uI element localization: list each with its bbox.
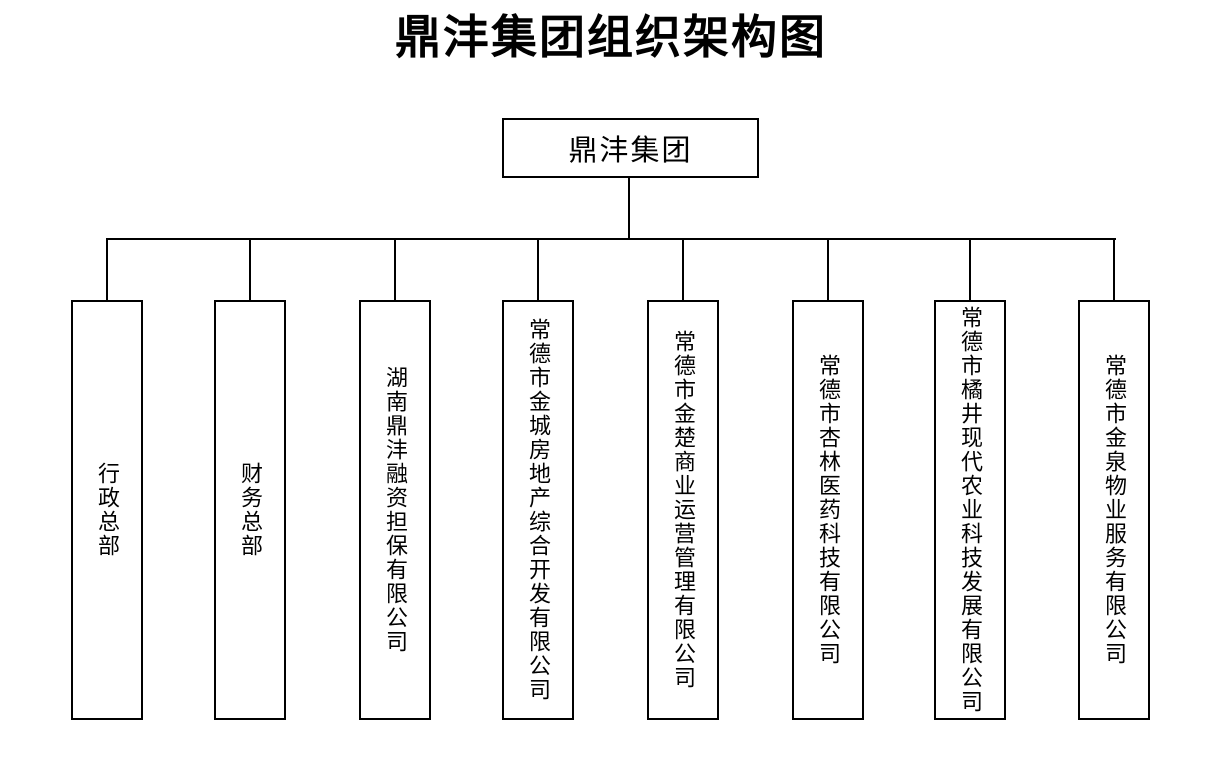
org-node-label: 常德市杏林医药科技有限公司 bbox=[816, 354, 841, 666]
org-node-label: 常德市橘井现代农业科技发展有限公司 bbox=[958, 306, 983, 714]
connector-horizontal bbox=[106, 238, 1116, 240]
org-node-label: 常德市金楚商业运营管理有限公司 bbox=[671, 330, 696, 690]
org-node-commercial-operations: 常德市金楚商业运营管理有限公司 bbox=[647, 300, 719, 720]
root-node: 鼎沣集团 bbox=[502, 118, 759, 178]
org-node-label: 行政总部 bbox=[95, 462, 120, 558]
connector-drop bbox=[969, 240, 971, 300]
connector-root-stem bbox=[628, 178, 630, 239]
org-node-label: 常德市金泉物业服务有限公司 bbox=[1102, 354, 1127, 666]
org-node-finance-hq: 财务总部 bbox=[214, 300, 286, 720]
root-node-label: 鼎沣集团 bbox=[568, 135, 693, 167]
org-node-real-estate: 常德市金城房地产综合开发有限公司 bbox=[502, 300, 574, 720]
connector-drop bbox=[106, 240, 108, 300]
connector-drop bbox=[827, 240, 829, 300]
org-node-agriculture-tech: 常德市橘井现代农业科技发展有限公司 bbox=[934, 300, 1006, 720]
org-node-financing-guarantee: 湖南鼎沣融资担保有限公司 bbox=[359, 300, 431, 720]
org-node-label: 湖南鼎沣融资担保有限公司 bbox=[383, 366, 408, 654]
connector-drop bbox=[249, 240, 251, 300]
org-node-label: 常德市金城房地产综合开发有限公司 bbox=[526, 318, 551, 702]
org-node-label: 财务总部 bbox=[238, 462, 263, 558]
connector-drop bbox=[394, 240, 396, 300]
org-node-admin-hq: 行政总部 bbox=[71, 300, 143, 720]
connector-drop bbox=[682, 240, 684, 300]
org-node-property-services: 常德市金泉物业服务有限公司 bbox=[1078, 300, 1150, 720]
connector-drop bbox=[537, 240, 539, 300]
connector-drop bbox=[1113, 240, 1115, 300]
org-node-pharma-tech: 常德市杏林医药科技有限公司 bbox=[792, 300, 864, 720]
chart-title: 鼎沣集团组织架构图 bbox=[395, 12, 827, 63]
